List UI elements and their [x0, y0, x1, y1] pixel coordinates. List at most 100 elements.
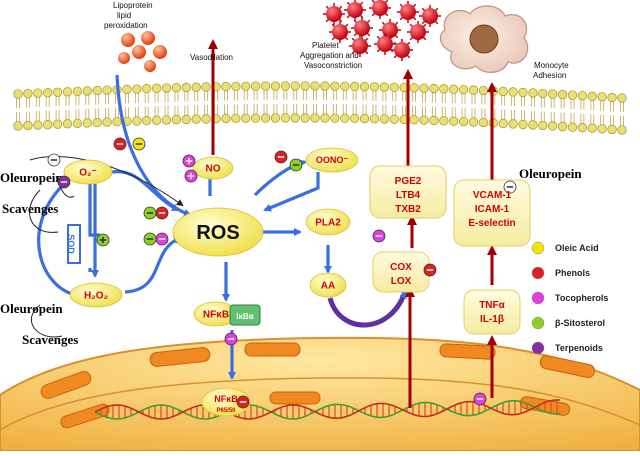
legend-swatch [531, 241, 545, 255]
membrane-head-top [548, 89, 558, 99]
legend-label: Oleic Acid [555, 243, 599, 253]
membrane-head-top [557, 89, 568, 100]
membrane-head-bottom [508, 119, 518, 129]
membrane-head-top [270, 81, 281, 91]
membrane-head-top [310, 81, 320, 91]
membrane-head-bottom [310, 113, 320, 123]
membrane-head-bottom [567, 122, 578, 132]
membrane-head-bottom [379, 114, 390, 124]
tnf-il-box [463, 289, 521, 335]
vasodilation-label: Vasodilation [190, 53, 233, 62]
platelet [344, 0, 366, 21]
membrane-head-bottom [538, 120, 548, 131]
membrane-head-bottom [389, 114, 399, 124]
compound-badge [113, 137, 127, 151]
membrane-head-top [132, 84, 142, 94]
scavenges-bottom-label: Scavenges [22, 332, 78, 347]
node-ros-shape [172, 207, 264, 257]
membrane-head-top [508, 87, 518, 97]
lipoprotein-label-2: lipid [117, 11, 131, 20]
membrane-head-top [191, 82, 201, 92]
membrane-head-top [409, 83, 419, 93]
membrane-head-bottom [518, 119, 528, 130]
membrane-head-bottom [359, 113, 370, 124]
node-aa-shape [309, 272, 347, 298]
membrane-head-bottom [52, 119, 63, 129]
prostaglandin-box [369, 165, 447, 219]
node-p65-label: P65/50 [216, 408, 236, 414]
compound-badge [274, 150, 288, 164]
membrane-head-bottom [132, 116, 142, 126]
membrane-head-bottom [82, 118, 92, 128]
membrane-head-top [458, 84, 469, 95]
vcam-label: VCAM-1 [473, 190, 512, 201]
membrane-head-top [82, 86, 92, 96]
membrane-head-bottom [33, 120, 43, 130]
membrane-head-bottom [330, 113, 340, 123]
platelet [329, 21, 351, 43]
legend: Oleic AcidPhenolsTocopherolsβ-Sitosterol… [531, 241, 608, 355]
membrane-head-top [260, 81, 271, 91]
platelet [379, 19, 401, 41]
membrane-head-top [23, 88, 33, 99]
legend-label: Terpenoids [555, 343, 603, 353]
membrane-head-top [280, 81, 290, 91]
il1b-label: IL-1β [480, 314, 504, 325]
membrane-head-bottom [13, 121, 23, 131]
membrane-head-bottom [478, 117, 489, 128]
node-ros-label: ROS [196, 222, 239, 244]
membrane-head-top [369, 82, 380, 92]
membrane-head-top [201, 82, 211, 92]
platelet-cluster [323, 0, 441, 61]
membrane-head-bottom [151, 115, 162, 125]
node-o2-shape [63, 159, 113, 185]
legend-label: Phenols [555, 268, 590, 278]
membrane-head-bottom [577, 123, 588, 133]
txb2-label: TXB2 [395, 204, 421, 215]
platelet [397, 1, 419, 23]
node-nfkb-nuclear-label: NFκB [214, 394, 238, 404]
membrane-head-top [389, 82, 399, 92]
membrane-head-top [181, 82, 191, 93]
membrane-head-top [577, 91, 588, 101]
membrane-head-top [290, 81, 300, 91]
membrane-head-bottom [369, 114, 380, 124]
membrane-head-bottom [62, 119, 73, 129]
membrane-head-top [72, 86, 83, 97]
platelet [391, 39, 413, 61]
platelet [349, 35, 371, 57]
membrane-head-top [92, 85, 102, 96]
membrane-head-top [13, 89, 23, 99]
lipoprotein-label-1: Lipoprotein [113, 1, 153, 10]
membrane-head-top [340, 81, 350, 91]
platelet [369, 0, 391, 19]
adhesion-molecules-box [453, 179, 531, 247]
membrane-head-bottom [617, 125, 627, 135]
membrane-head-bottom [221, 113, 231, 124]
membrane-head-bottom [231, 113, 241, 124]
membrane-head-bottom [607, 124, 617, 135]
cox-label: COX [390, 262, 412, 273]
membrane-head-top [52, 87, 63, 97]
membrane-head-top [449, 84, 459, 94]
platelet [323, 3, 345, 25]
membrane-head-bottom [468, 117, 479, 127]
membrane-head-bottom [300, 113, 310, 123]
compound-badge [96, 233, 110, 247]
compound-badge [184, 169, 198, 183]
compound-badge [57, 175, 71, 189]
lipoprotein-label-3: peroxidation [104, 21, 148, 30]
membrane-head-top [350, 81, 360, 92]
membrane-head-top [617, 93, 627, 103]
membrane-head-bottom [112, 117, 122, 127]
membrane-head-bottom [201, 114, 211, 124]
membrane-head-bottom [102, 117, 112, 127]
compound-badge [473, 392, 487, 406]
membrane-head-bottom [181, 114, 191, 125]
membrane-head-top [142, 83, 152, 94]
platelet [407, 21, 429, 43]
membrane-head-top [429, 83, 439, 94]
membrane-head-bottom [340, 113, 350, 123]
membrane-head-top [161, 83, 172, 93]
